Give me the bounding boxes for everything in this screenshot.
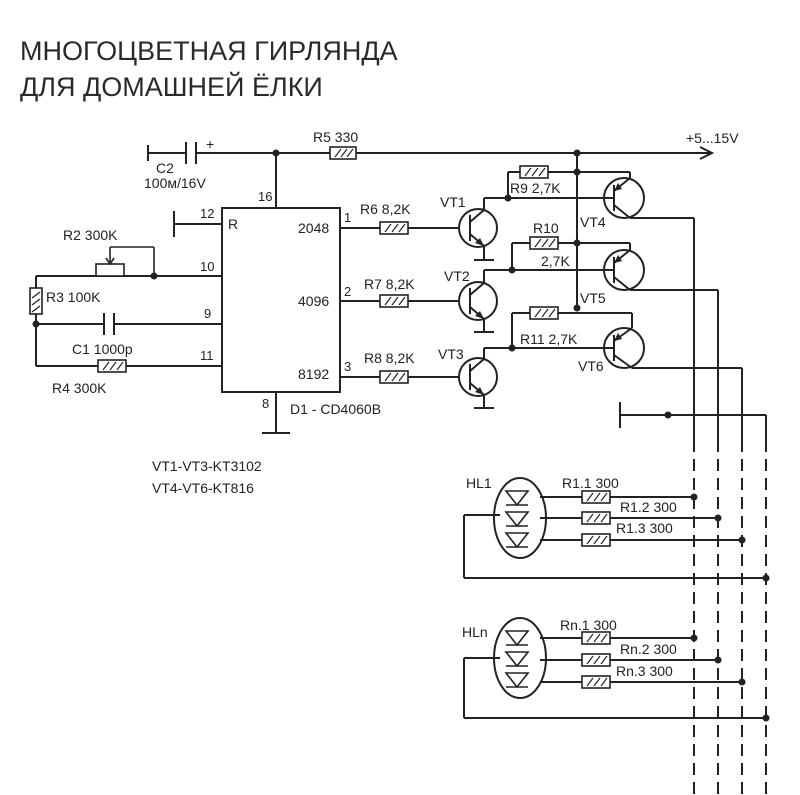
r7-label: R7 8,2K xyxy=(364,276,415,292)
vt5-label: VT5 xyxy=(580,290,606,306)
hl1-label: HL1 xyxy=(466,475,492,491)
pin16-label: 16 xyxy=(258,189,272,204)
oscillator-network: R2 300K 10 R3 100K C1 1000p 9 R4 300K 11 xyxy=(29,227,222,396)
hl1-r3-label: R1.3 300 xyxy=(616,520,673,536)
hln-label: HLn xyxy=(462,624,488,640)
capacitor-c2: + C2 100м/16V xyxy=(144,136,214,191)
led-group-hln: HLn Rn.1 300 Rn.2 300 Rn.3 300 xyxy=(462,617,770,722)
r2-label: R2 300K xyxy=(63,227,118,243)
hl1-r2-label: R1.2 300 xyxy=(620,499,677,515)
ic-d1: R 2048 4096 8192 D1 - CD4060B xyxy=(221,207,381,417)
pin3-label: 3 xyxy=(344,359,351,374)
c2-value: 100м/16V xyxy=(144,175,206,191)
transistor-vt5: VT5 xyxy=(577,242,718,306)
pin8-label: 8 xyxy=(262,396,269,411)
ic-out-8192: 8192 xyxy=(298,366,329,382)
pin11-label: 11 xyxy=(200,348,214,363)
pin2-label: 2 xyxy=(344,284,351,299)
c2-plus: + xyxy=(206,136,214,152)
vt6-label: VT6 xyxy=(578,358,604,374)
power-rail: +5...15V xyxy=(196,130,739,160)
pin12-label: 12 xyxy=(200,206,214,221)
transistor-vt1: VT1 xyxy=(440,194,498,261)
pin1-label: 1 xyxy=(344,210,351,225)
vt3-label: VT3 xyxy=(438,346,464,362)
hln-r2-label: Rn.2 300 xyxy=(620,641,677,657)
ic-out-2048: 2048 xyxy=(298,220,329,236)
vt4-label: VT4 xyxy=(580,214,606,230)
base-resistors: R6 8,2K 1 R7 8,2K 2 R8 8,2K 3 xyxy=(340,201,458,384)
r8-label: R8 8,2K xyxy=(364,350,415,366)
ic-name: D1 - CD4060B xyxy=(290,401,381,417)
led-group-hl1: HL1 R1.1 300 R1.2 300 R1.3 300 xyxy=(463,475,770,582)
r4-label: R4 300K xyxy=(52,380,107,396)
resistor-r5: R5 330 xyxy=(313,129,358,160)
note-line-2: VT4-VT6-KT816 xyxy=(152,480,254,496)
transistor-vt3: VT3 xyxy=(438,346,498,409)
pin9-label: 9 xyxy=(204,306,211,321)
vt1-label: VT1 xyxy=(440,194,466,210)
r9-label: R9 2,7K xyxy=(510,180,561,196)
ic-out-4096: 4096 xyxy=(298,293,329,309)
transistor-vt2: VT2 xyxy=(444,268,498,333)
hl1-r1-label: R1.1 300 xyxy=(562,475,619,491)
transistor-vt4: VT4 xyxy=(577,171,694,230)
ic-reset-label: R xyxy=(228,216,238,232)
r11-label: R11 2,7K xyxy=(520,331,578,347)
r6-label: R6 8,2K xyxy=(360,201,411,217)
title-line-1: МНОГОЦВЕТНАЯ ГИРЛЯНДА xyxy=(20,36,398,66)
c1-label: C1 1000p xyxy=(72,341,133,357)
r5-label: R5 330 xyxy=(313,129,358,145)
supply-label: +5...15V xyxy=(686,130,739,146)
r10-value: 2,7K xyxy=(541,253,570,269)
c2-name: C2 xyxy=(156,160,174,176)
driver-network: R9 2,7K R10 2,7K R11 2,7K xyxy=(483,149,632,359)
r3-label: R3 100K xyxy=(46,289,101,305)
hln-r1-label: Rn.1 300 xyxy=(560,617,617,633)
note-line-1: VT1-VT3-KT3102 xyxy=(152,458,262,474)
transistor-vt6: VT6 xyxy=(578,313,742,374)
vt2-label: VT2 xyxy=(444,268,470,284)
title-line-2: ДЛЯ ДОМАШНЕЙ ЁЛКИ xyxy=(20,71,323,102)
hln-r3-label: Rn.3 300 xyxy=(616,663,673,679)
r10-label: R10 xyxy=(533,220,559,236)
pin10-label: 10 xyxy=(200,259,214,274)
